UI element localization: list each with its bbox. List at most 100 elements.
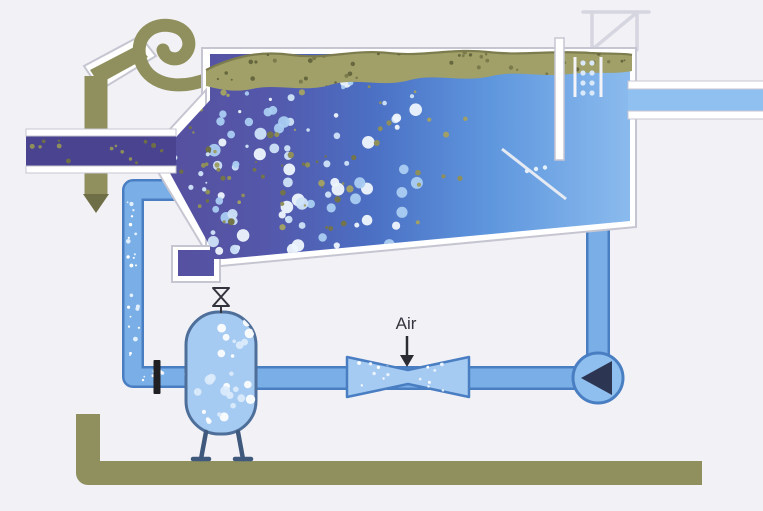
- scum-speckle: [344, 73, 349, 78]
- air-annotation: Air: [396, 314, 417, 367]
- injected-air-bubble: [441, 389, 445, 392]
- sludge-particle: [293, 128, 297, 131]
- air-bubble: [268, 105, 278, 115]
- weir-bubble: [580, 90, 586, 96]
- sludge-particle: [377, 126, 383, 132]
- recycle-bubble: [134, 232, 138, 236]
- air-bubble: [354, 222, 360, 228]
- injected-air-bubble: [376, 365, 380, 369]
- influent-particle: [179, 169, 184, 174]
- injected-air-bubble: [368, 362, 373, 366]
- sludge-particle: [227, 218, 235, 226]
- sludge-particle: [441, 174, 446, 179]
- sludge-particle: [214, 162, 220, 168]
- saturator-bubble: [232, 339, 236, 344]
- sludge-particle: [457, 175, 463, 181]
- air-bubble: [253, 148, 266, 161]
- recycle-bubble: [132, 256, 135, 259]
- sludge-particle: [226, 93, 230, 98]
- injected-air-bubble: [427, 385, 430, 388]
- air-bubble: [236, 229, 250, 242]
- skimmer-beach-icon: [132, 18, 217, 92]
- sludge-particle: [227, 176, 232, 180]
- sludge-particle: [373, 140, 380, 146]
- scum-speckle: [334, 81, 337, 84]
- sludge-particle: [415, 169, 421, 176]
- scum-speckle: [250, 76, 255, 81]
- influent-particle: [205, 199, 210, 203]
- air-bubble: [362, 136, 375, 149]
- scum-speckle: [272, 58, 277, 63]
- weir-bubble: [589, 80, 595, 86]
- sludge-particle: [318, 179, 325, 187]
- sludge-particle: [413, 90, 417, 93]
- air-bubble: [254, 127, 267, 140]
- air-bubble: [361, 214, 373, 226]
- air-bubble: [219, 110, 227, 118]
- air-bubble: [212, 205, 220, 213]
- recycle-bubble: [141, 378, 145, 382]
- air-bubble: [333, 132, 341, 140]
- influent-particle: [128, 157, 133, 161]
- scum-speckle: [307, 58, 313, 63]
- air-bubble: [333, 113, 339, 118]
- injected-air-bubble: [382, 377, 385, 380]
- recycle-bubble: [135, 264, 137, 267]
- relief-valve-icon: [212, 287, 230, 313]
- recycle-bubble: [135, 304, 140, 309]
- air-bubble: [215, 246, 224, 255]
- sludge-particle: [328, 226, 334, 231]
- saturator-bubble: [220, 386, 231, 396]
- recycle-bubble: [133, 336, 138, 342]
- scum-speckle: [347, 71, 353, 77]
- scum-speckle: [355, 76, 359, 80]
- recycle-bubble: [143, 375, 146, 378]
- influent-particle: [205, 146, 212, 153]
- recycle-bubble: [130, 215, 134, 218]
- air-bubble: [283, 177, 293, 188]
- sludge-particle: [386, 120, 392, 126]
- sludge-particle: [340, 220, 347, 227]
- scum-speckle: [461, 54, 465, 58]
- influent-particle: [188, 126, 192, 130]
- influent-particle: [143, 139, 148, 144]
- sludge-particle: [443, 131, 450, 138]
- saturator-bubble: [206, 418, 212, 424]
- air-bubble: [306, 199, 315, 209]
- influent-particle: [205, 189, 211, 195]
- outlet-baffle: [554, 37, 565, 161]
- air-bubble: [409, 103, 423, 116]
- injected-air-bubble: [440, 362, 444, 367]
- weir-bubble: [580, 70, 586, 76]
- air-bubble: [244, 91, 250, 96]
- clarified-bubble: [524, 168, 530, 174]
- scum-surface-line: [205, 49, 633, 71]
- air-bubble: [323, 160, 331, 168]
- air-bubble: [396, 187, 408, 198]
- influent-particle: [38, 145, 42, 149]
- sludge-particle: [237, 200, 241, 204]
- sludge-particle: [281, 164, 284, 167]
- sludge-particle: [287, 151, 294, 159]
- sludge-particle: [325, 226, 328, 229]
- weir-bubble: [589, 70, 595, 76]
- influent-particle: [109, 146, 114, 151]
- air-bubble: [227, 130, 236, 139]
- sludge-particle: [463, 116, 468, 122]
- air-bubble: [278, 116, 290, 128]
- sludge-particle: [260, 174, 265, 179]
- saturator-bubble: [219, 412, 229, 422]
- recycle-bubble: [137, 326, 140, 329]
- air-bubble: [207, 236, 219, 248]
- injected-air-bubble: [418, 377, 422, 381]
- contact-zone: [166, 98, 212, 250]
- vessel-legs: [190, 429, 254, 462]
- air-bubble: [326, 203, 336, 213]
- injected-air-bubble: [360, 384, 363, 387]
- scum-speckle: [216, 77, 219, 81]
- air-bubble: [330, 177, 340, 187]
- saturator-bubble: [233, 386, 239, 393]
- influent-particle: [192, 131, 195, 134]
- air-bubble: [392, 113, 402, 123]
